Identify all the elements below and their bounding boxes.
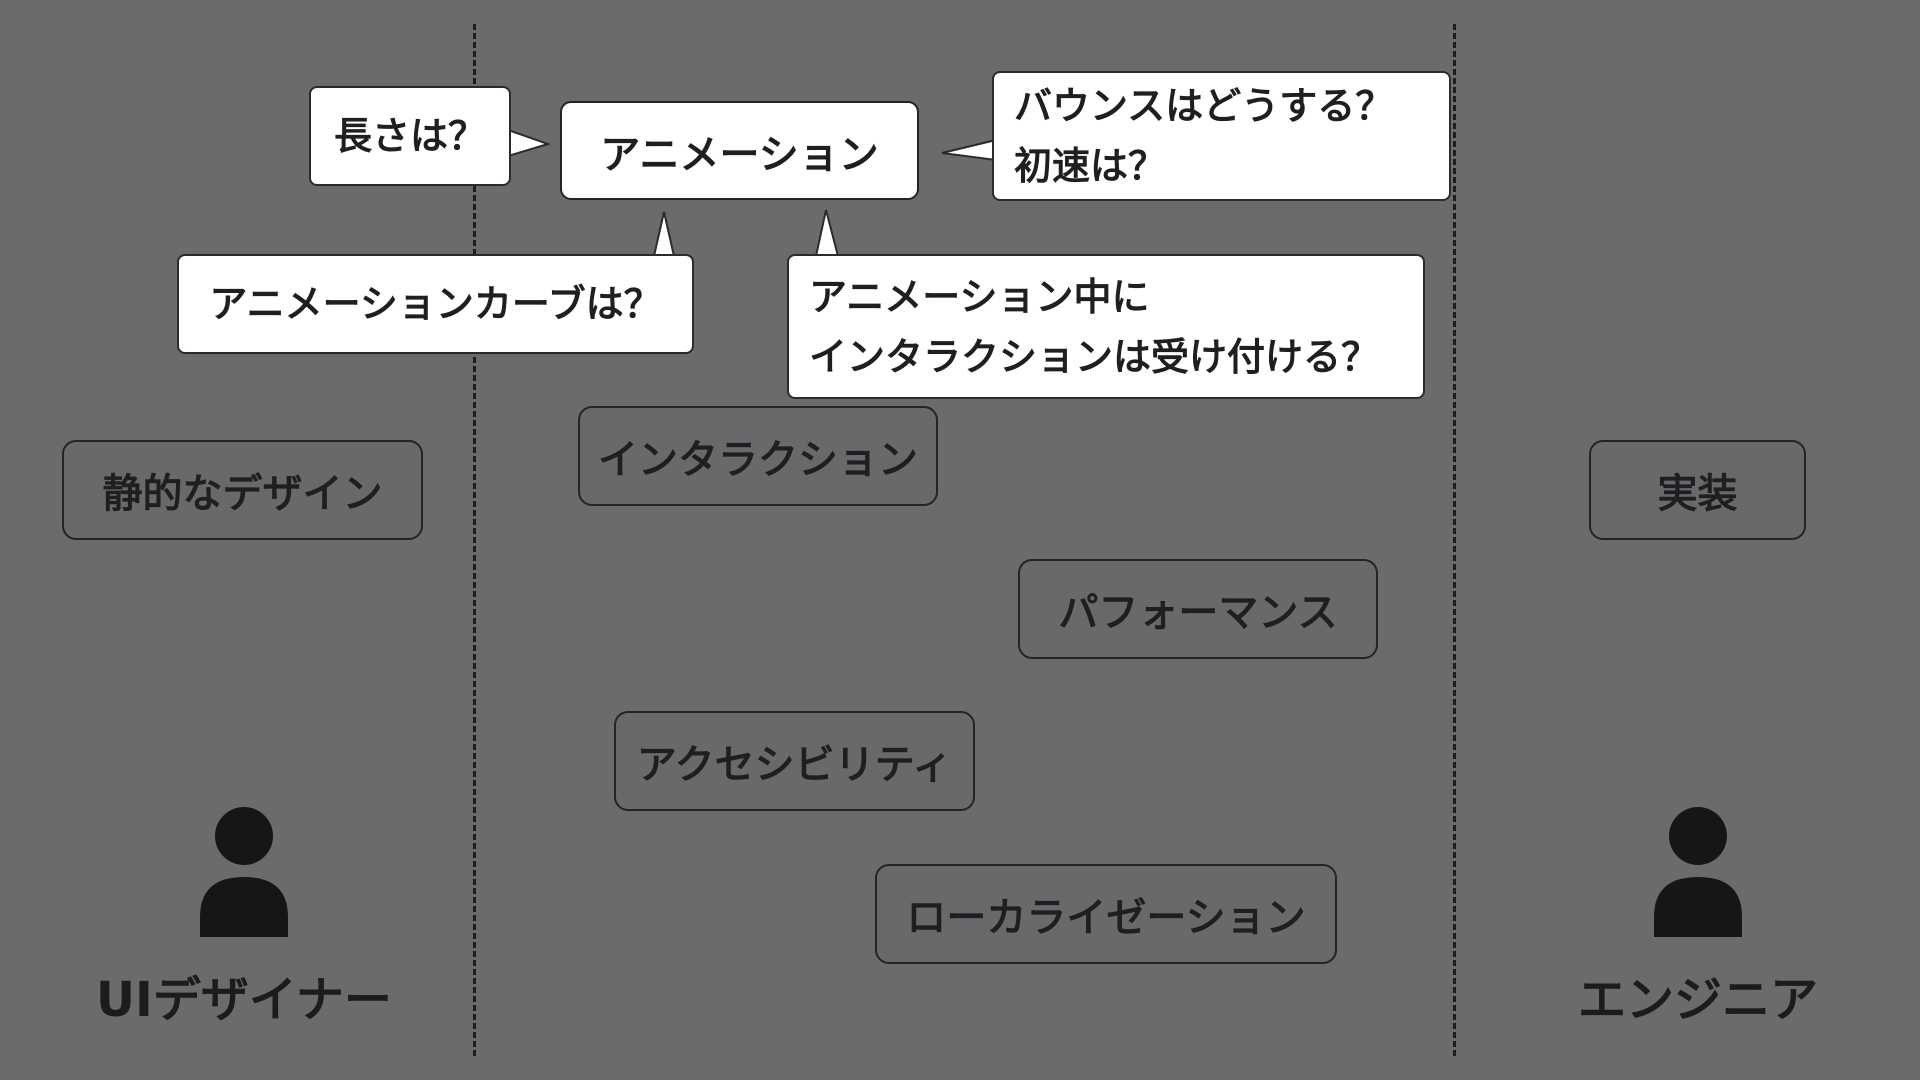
topic-performance-label: パフォーマンス <box>1058 590 1338 636</box>
topic-localization-label: ローカライゼーション <box>906 895 1306 941</box>
tail-interaction <box>814 209 840 257</box>
designer-label: UIデザイナー <box>96 972 392 1028</box>
topic-interaction: インタラクション <box>578 406 938 506</box>
topic-interaction-label: インタラクション <box>598 437 918 483</box>
divider-left <box>473 24 476 1056</box>
topic-accessibility-label: アクセシビリティ <box>636 742 953 788</box>
divider-right <box>1453 24 1456 1056</box>
topic-implementation: 実装 <box>1589 440 1806 540</box>
topic-performance: パフォーマンス <box>1018 559 1378 659</box>
topic-static-design-label: 静的なデザイン <box>102 471 383 517</box>
person-icon <box>200 807 288 937</box>
topic-implementation-label: 実装 <box>1657 471 1738 517</box>
tail-bounce <box>941 138 997 162</box>
question-curve-bubble: アニメーションカーブは？ <box>177 254 694 354</box>
topic-accessibility: アクセシビリティ <box>614 711 975 811</box>
tail-length <box>507 128 552 158</box>
question-interaction-bubble: アニメーション中に インタラクションは受け付ける？ <box>787 254 1425 399</box>
tail-curve <box>652 211 676 257</box>
question-bounce-line1: バウンスはどうする？ <box>1014 84 1394 128</box>
question-length-bubble: 長さは？ <box>309 86 511 186</box>
question-interaction-line1: アニメーション中に <box>809 274 1150 319</box>
question-curve-text: アニメーションカーブは？ <box>209 282 662 326</box>
question-bounce-bubble: バウンスはどうする？ 初速は？ <box>992 71 1451 201</box>
animation-box: アニメーション <box>560 101 919 200</box>
question-bounce-line2: 初速は？ <box>1014 144 1167 188</box>
question-length-text: 長さは？ <box>333 114 486 158</box>
animation-box-label: アニメーション <box>600 131 879 178</box>
question-interaction-line2: インタラクションは受け付ける？ <box>809 334 1380 379</box>
person-icon <box>1654 807 1742 937</box>
topic-localization: ローカライゼーション <box>875 864 1337 964</box>
engineer-label: エンジニア <box>1577 972 1818 1028</box>
topic-static-design: 静的なデザイン <box>62 440 423 540</box>
